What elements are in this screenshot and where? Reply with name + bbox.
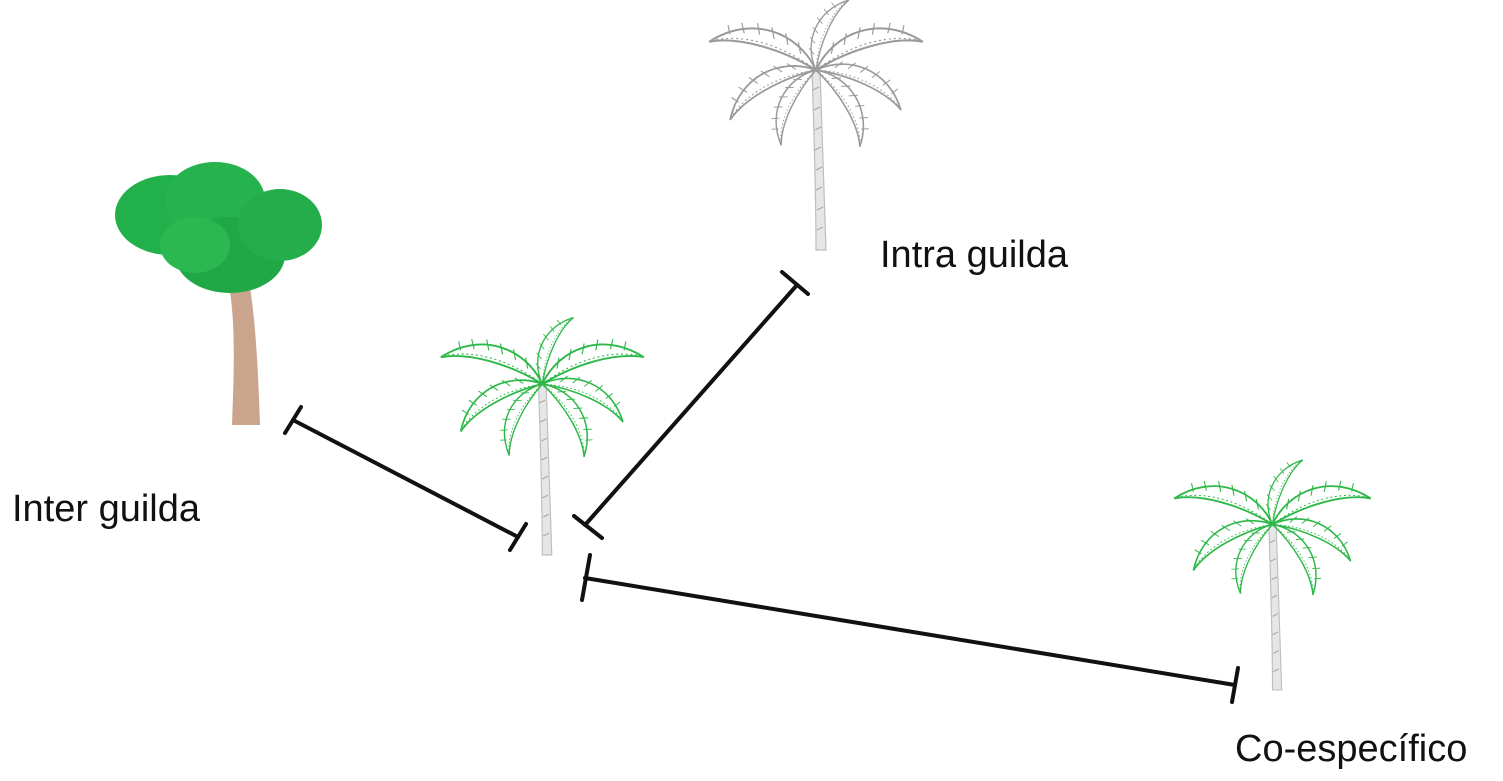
inter-guild-distance-line	[283, 405, 528, 552]
intra-guild-distance-line	[572, 270, 810, 540]
intra-guild-label: Intra guilda	[880, 234, 1069, 276]
palm-tree-icon	[441, 310, 644, 555]
conspecific-label: Co-específico	[1235, 728, 1468, 770]
inter-guild-label: Inter guilda	[12, 488, 201, 530]
palm-tree-outline-icon	[709, 0, 923, 250]
broadleaf-tree-icon	[115, 162, 322, 425]
palm-tree-icon	[1174, 452, 1370, 690]
conspecific-distance-line	[580, 553, 1240, 704]
